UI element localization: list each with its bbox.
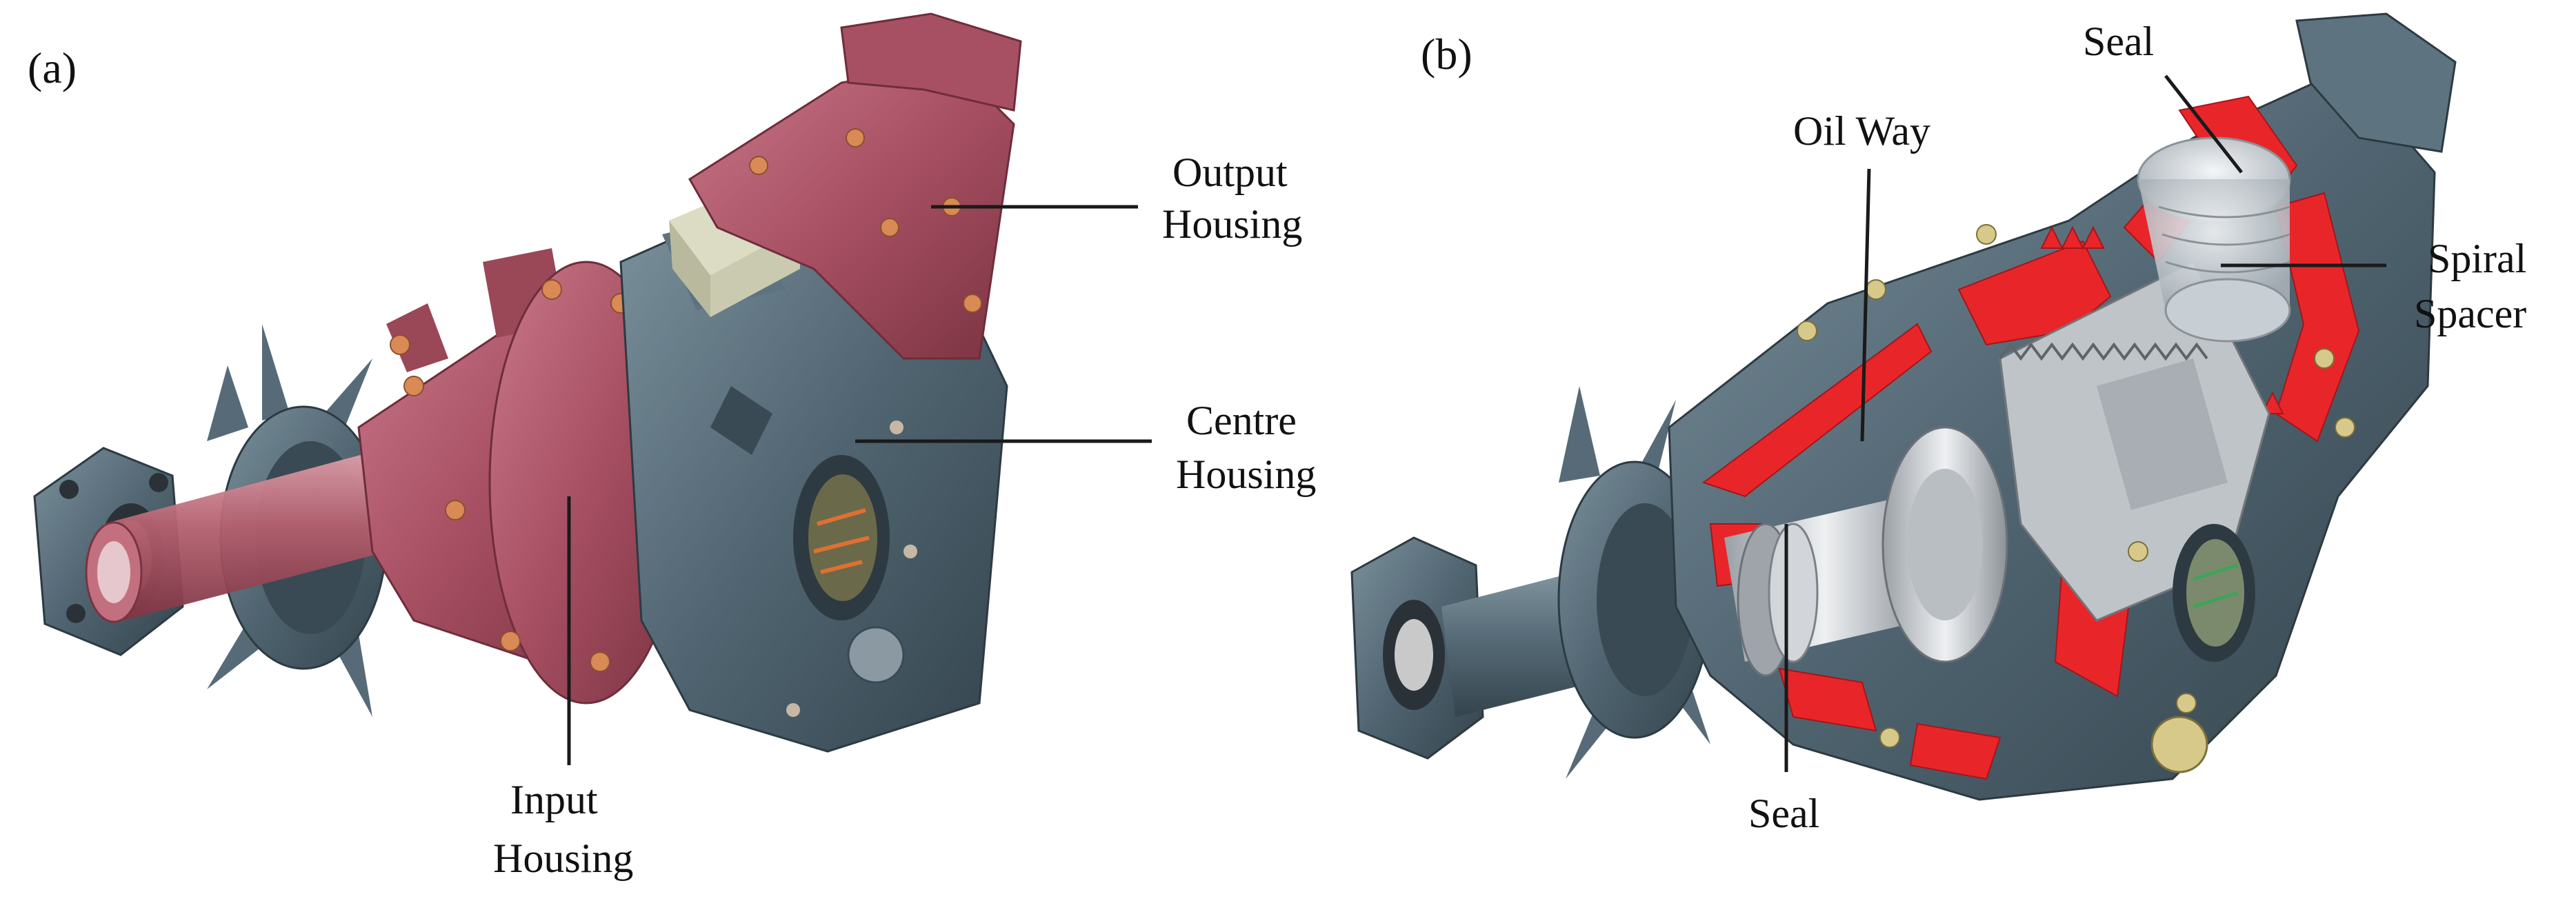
label-output-housing-line2: Housing <box>1162 201 1302 247</box>
label-spiral-spacer-line2: Spacer <box>2414 291 2526 336</box>
label-spiral-spacer: Spiral Spacer <box>2221 236 2526 336</box>
panel-a-tag: (a) <box>28 43 77 92</box>
panel-a-illustration <box>33 12 1022 753</box>
label-seal-bottom-text: Seal <box>1748 791 1819 836</box>
label-centre-housing-line1: Centre <box>1186 398 1297 443</box>
label-input-housing-line1: Input <box>510 777 598 822</box>
label-spiral-spacer-line1: Spiral <box>2428 236 2526 281</box>
label-seal-top: Seal <box>2083 19 2243 174</box>
inspection-window-b <box>2150 524 2255 773</box>
label-oil-way: Oil Way <box>1793 108 1930 442</box>
panel-b-tag: (b) <box>1421 30 1472 79</box>
input-flange-b <box>1350 536 1484 760</box>
bolts-centre-housing <box>786 420 917 717</box>
spiral-spacer-part <box>2137 136 2291 343</box>
label-centre-housing-line2: Housing <box>1176 452 1316 497</box>
panel-a: (a) <box>28 12 1316 881</box>
bolts-b <box>1797 224 2355 748</box>
label-centre-housing: Centre Housing <box>855 398 1316 497</box>
label-seal-bottom: Seal <box>1748 524 1819 836</box>
input-shaft-a <box>85 448 414 623</box>
label-input-housing: Input Housing <box>493 496 633 881</box>
label-oil-way-text: Oil Way <box>1793 108 1930 154</box>
label-output-housing-line1: Output <box>1172 150 1288 195</box>
label-output-housing: Output Housing <box>931 150 1302 247</box>
label-input-housing-line2: Housing <box>493 835 633 881</box>
internal-shaft-b <box>1724 426 2008 677</box>
input-housing-body <box>357 248 684 705</box>
output-housing-body <box>688 12 1022 360</box>
panel-b: (b) <box>1350 12 2526 836</box>
label-seal-top-text: Seal <box>2083 19 2154 64</box>
panel-b-illustration <box>1350 12 2457 801</box>
cooling-fan-b <box>1557 386 1712 779</box>
